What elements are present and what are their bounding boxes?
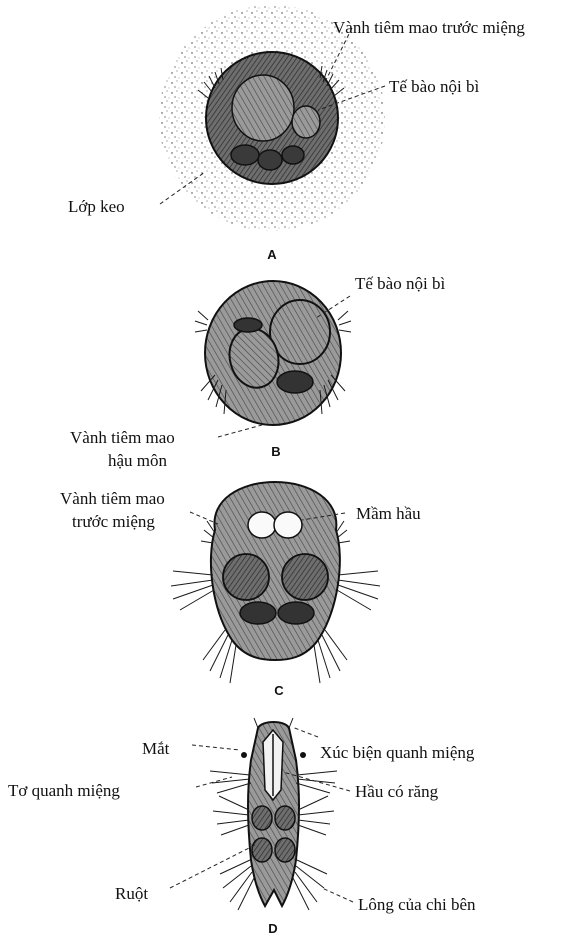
label-d-peristomial-cirri: Xúc biện quanh miệng [320,743,475,762]
eye-right [300,752,306,758]
cell-b3 [277,371,313,393]
label-c-prototroch-line2: trước miệng [72,512,155,531]
cell-b4 [234,318,262,332]
label-b-telotroch-line2: hậu môn [108,451,168,470]
label-a-jelly: Lớp keo [68,197,125,216]
label-b-telotroch-line1: Vành tiêm mao [70,428,175,447]
panel-letter-a: A [267,247,277,262]
eye-left [241,752,247,758]
gut-segment-3 [252,838,272,862]
label-b-endoderm: Tế bào nội bì [355,274,445,293]
cell-a5 [282,146,304,164]
cell-a1 [232,75,294,141]
label-c-pharynx: Mầm hầu [356,504,421,523]
label-d-eye: Mắt [142,739,170,758]
cell-c3 [240,602,276,624]
leader-d-parapodia [322,888,353,902]
cell-a4 [258,150,282,170]
cell-c1 [223,554,269,600]
panel-b: Tế bào nội bì Vành tiêm mao hậu môn B [70,274,445,470]
label-d-gut: Ruột [115,884,148,903]
panel-d: Mắt Xúc biện quanh miệng Tơ quanh miệng … [8,718,476,936]
cell-c2 [282,554,328,600]
panel-letter-d: D [268,921,277,936]
panel-a: Vành tiêm mao trước miệng Tế bào nội bì … [68,5,525,262]
gut-segment-1 [252,806,272,830]
panel-letter-c: C [274,683,284,698]
cell-a2 [292,106,320,138]
label-a-prototroch: Vành tiêm mao trước miệng [333,18,525,37]
gut-segment-2 [275,806,295,830]
label-c-prototroch-line1: Vành tiêm mao [60,489,165,508]
leader-d-cirri [292,727,318,737]
label-d-peristomial-setae: Tơ quanh miệng [8,781,120,800]
panel-letter-b: B [271,444,280,459]
pharynx-bud-right [274,512,302,538]
label-d-parapodia-setae: Lông của chi bên [358,895,476,914]
leader-b-telotroch [218,425,262,437]
pharynx-bud-left [248,512,276,538]
cell-b1 [270,300,330,364]
cell-c4 [278,602,314,624]
leader-d-setae [196,777,232,787]
leader-d-gut [170,845,255,888]
gut-segment-4 [275,838,295,862]
cell-a3 [231,145,259,165]
leader-d-eye [192,745,240,750]
label-d-toothed-pharynx: Hầu có răng [355,782,439,801]
label-a-endoderm: Tế bào nội bì [389,77,479,96]
panel-c: Vành tiêm mao trước miệng Mầm hầu C [60,482,421,698]
